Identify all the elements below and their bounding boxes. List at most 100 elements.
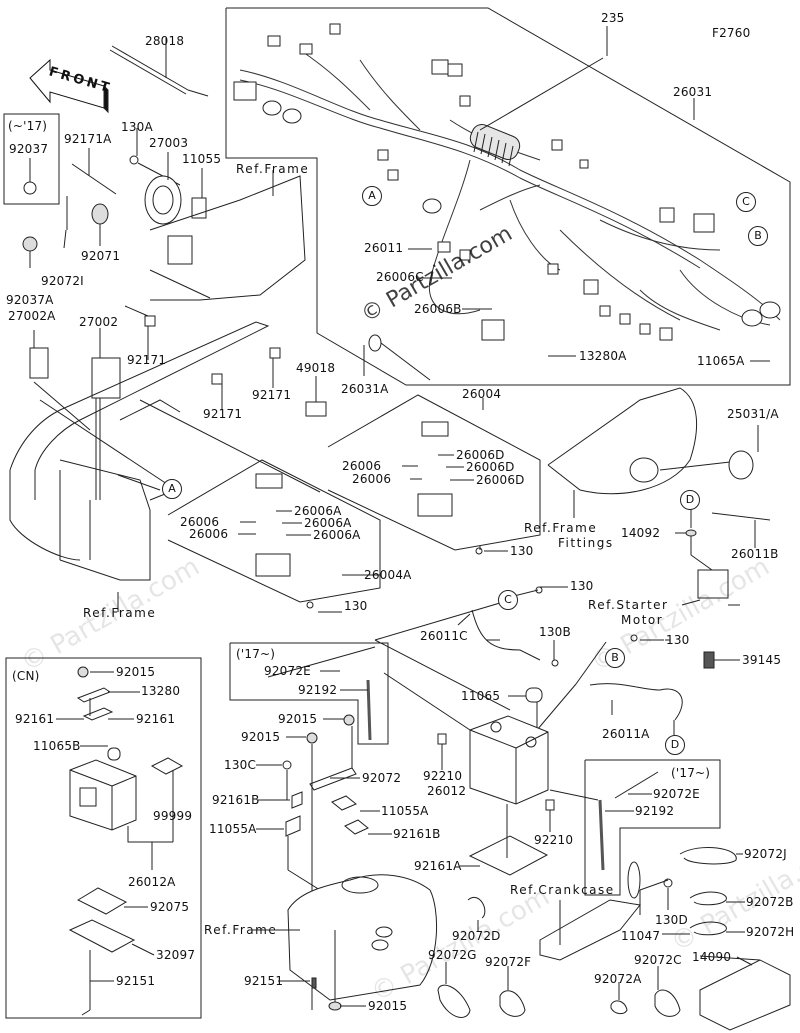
starter-relay (698, 570, 728, 598)
part-label[interactable]: 130 (510, 544, 534, 558)
part-label[interactable]: 26006 (342, 459, 382, 473)
part-label[interactable]: 92072F (485, 955, 532, 969)
part-label[interactable]: 25031/A (727, 407, 779, 421)
part-label[interactable]: 49018 (296, 361, 336, 375)
ref-label: Ref.Frame (236, 162, 310, 176)
part-label[interactable]: 92072E (264, 664, 311, 678)
part-label[interactable]: 92171 (252, 388, 292, 402)
part-label[interactable]: 92210 (423, 769, 463, 783)
part-label[interactable]: 26006B (414, 302, 462, 316)
crankcase-ref (540, 900, 640, 960)
part-label[interactable]: 14092 (621, 526, 661, 540)
part-label[interactable]: 92161B (212, 793, 260, 807)
part-label[interactable]: 26004A (364, 568, 412, 582)
cn-label: (CN) (12, 669, 40, 683)
part-label[interactable]: 13280 (141, 684, 181, 698)
part-label[interactable]: 130 (570, 579, 594, 593)
part-label[interactable]: 26006A (313, 528, 361, 542)
part-label[interactable]: 26006D (466, 460, 515, 474)
part-label[interactable]: 92171 (203, 407, 243, 421)
part-label[interactable]: 92161 (136, 712, 176, 726)
callout-tag-c: C (498, 590, 518, 610)
part-label[interactable]: 92015 (116, 665, 156, 679)
part-label[interactable]: 92151 (244, 974, 284, 988)
front-arrow-shape (30, 60, 108, 112)
part-label[interactable]: 130B (539, 625, 571, 639)
part-label[interactable]: 26006D (456, 448, 505, 462)
part-label[interactable]: 26011 (364, 241, 404, 255)
part-label[interactable]: 130D (655, 913, 688, 927)
relay-27002 (92, 358, 120, 398)
part-label[interactable]: 130C (224, 758, 257, 772)
part-label[interactable]: 26031 (673, 85, 713, 99)
part-label[interactable]: 11065B (33, 739, 81, 753)
from-17-label-right: ('17~) (671, 766, 711, 780)
ref-label: Ref.Frame (83, 606, 157, 620)
part-label[interactable]: 92192 (635, 804, 675, 818)
part-label[interactable]: 92171A (64, 132, 112, 146)
part-label[interactable]: 26012 (427, 784, 467, 798)
part-label[interactable]: 99999 (153, 809, 193, 823)
part-label[interactable]: 11055A (381, 804, 429, 818)
part-label[interactable]: 11055 (182, 152, 222, 166)
part-label[interactable]: 92072E (653, 787, 700, 801)
part-label[interactable]: 28018 (145, 34, 185, 48)
harness-connectors (234, 24, 780, 340)
part-label[interactable]: 11065 (461, 689, 501, 703)
part-label[interactable]: 92072H (746, 925, 795, 939)
part-label[interactable]: 13280A (579, 349, 627, 363)
part-label[interactable]: 26011A (602, 727, 650, 741)
part-label[interactable]: 27002 (79, 315, 119, 329)
part-label[interactable]: 26006C (376, 270, 424, 284)
part-label[interactable]: 32097 (156, 948, 196, 962)
part-label[interactable]: 130 (666, 633, 690, 647)
part-label[interactable]: 130A (121, 120, 153, 134)
part-label[interactable]: 92072I (41, 274, 84, 288)
part-label[interactable]: 26006A (304, 516, 352, 530)
part-label[interactable]: 92037A (6, 293, 54, 307)
part-label[interactable]: 26006A (294, 504, 342, 518)
part-label[interactable]: 92015 (368, 999, 408, 1013)
part-label[interactable]: 26012A (128, 875, 176, 889)
part-label[interactable]: 11055A (209, 822, 257, 836)
cable-28018 (110, 38, 208, 96)
part-label[interactable]: 27003 (149, 136, 189, 150)
part-label[interactable]: 14090 (692, 950, 732, 964)
part-label[interactable]: 26006 (189, 527, 229, 541)
part-label[interactable]: 92072D (452, 929, 501, 943)
part-label[interactable]: 92161B (393, 827, 441, 841)
part-label[interactable]: 92072C (634, 953, 682, 967)
callout-tag-a: A (362, 186, 382, 206)
part-label[interactable]: 92161A (414, 859, 462, 873)
main-frame-ref (10, 322, 268, 612)
part-label[interactable]: 26006 (352, 472, 392, 486)
part-label[interactable]: 26011B (731, 547, 779, 561)
part-label[interactable]: 26004 (462, 387, 502, 401)
part-label[interactable]: 92071 (81, 249, 121, 263)
part-label[interactable]: 92151 (116, 974, 156, 988)
part-label[interactable]: 92037 (9, 142, 49, 156)
part-label[interactable]: 235 (601, 11, 625, 25)
part-label[interactable]: 92015 (241, 730, 281, 744)
part-label[interactable]: 92072 (362, 771, 402, 785)
part-label[interactable]: 92072J (744, 847, 787, 861)
part-label[interactable]: 92072B (746, 895, 794, 909)
part-label[interactable]: 27002A (8, 309, 56, 323)
part-label[interactable]: 92161 (15, 712, 55, 726)
part-label[interactable]: 26006 (180, 515, 220, 529)
part-label[interactable]: 39145 (742, 653, 782, 667)
part-label[interactable]: 92072G (428, 948, 477, 962)
part-label[interactable]: 26006D (476, 473, 525, 487)
part-label[interactable]: 92075 (150, 900, 190, 914)
part-label[interactable]: 92192 (298, 683, 338, 697)
part-label[interactable]: 130 (344, 599, 368, 613)
part-label[interactable]: 11047 (621, 929, 661, 943)
part-label[interactable]: 92015 (278, 712, 318, 726)
part-label[interactable]: 92210 (534, 833, 574, 847)
part-label[interactable]: 92072A (594, 972, 642, 986)
part-label[interactable]: 11065A (697, 354, 745, 368)
part-label[interactable]: 26011C (420, 629, 468, 643)
part-label[interactable]: 92171 (127, 353, 167, 367)
part-label[interactable]: 26031A (341, 382, 389, 396)
until-17-label: (~'17) (8, 119, 48, 133)
